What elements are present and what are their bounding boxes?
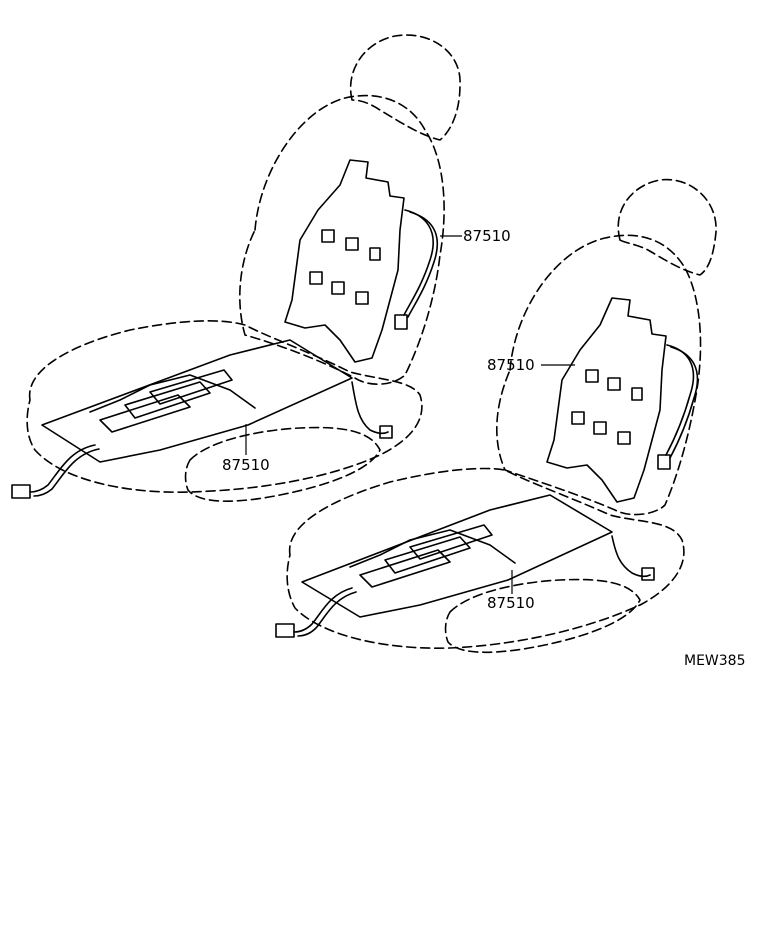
callout-label: 87510 [463, 227, 511, 245]
left-cushion-heater [11, 339, 393, 499]
right-headrest-outline [617, 178, 717, 276]
right-seatback-heater [546, 297, 699, 503]
diagram-reference-code: MEW385 [684, 653, 746, 669]
left-seat [11, 34, 461, 502]
callout-label: 87510 [487, 356, 535, 374]
right-cushion-outline [286, 467, 685, 649]
right-seatback-outline [496, 234, 702, 516]
callout-left-cushion: 87510 [222, 424, 270, 474]
left-seatback-outline [239, 94, 445, 385]
callout-right-seatback: 87510 [487, 356, 575, 374]
callout-label: 87510 [487, 594, 535, 612]
callout-label: 87510 [222, 456, 270, 474]
right-cushion-heater [275, 494, 655, 638]
right-front-bolster [444, 578, 641, 654]
left-front-bolster [184, 426, 381, 502]
callout-left-seatback: 87510 [440, 227, 511, 245]
left-headrest-outline [349, 34, 461, 141]
left-seatback-heater [284, 159, 439, 363]
right-seat [275, 178, 717, 654]
callout-right-cushion: 87510 [487, 570, 535, 612]
